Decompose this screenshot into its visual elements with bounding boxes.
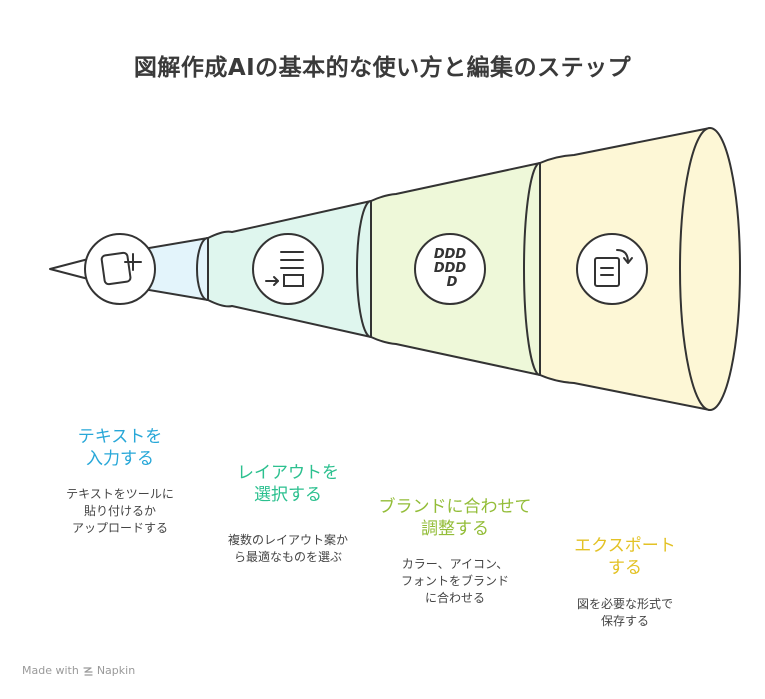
- funnel-segment-4: [539, 127, 741, 411]
- add-image-icon: [84, 233, 156, 305]
- made-with-label: Made with: [22, 664, 79, 677]
- napkin-logo-icon: [83, 666, 93, 676]
- footer: Made with Napkin: [22, 664, 135, 677]
- step-2-description: 複数のレイアウト案か ら最適なものを選ぶ: [227, 533, 348, 564]
- step-4-title: エクスポート する: [574, 536, 676, 578]
- step-3-title: ブランドに合わせて 調整する: [378, 497, 532, 539]
- step-3-description: カラー、アイコン、 フォントをブランド に合わせる: [400, 557, 509, 605]
- layout-select-icon: [252, 233, 324, 305]
- brand-name: Napkin: [96, 664, 136, 677]
- svg-text:DDD: DDD: [434, 247, 467, 262]
- diagram-title: 図解作成AIの基本的な使い方と編集のステップ: [133, 55, 632, 81]
- svg-text:DDD: DDD: [434, 261, 467, 276]
- step-1-description: テキストをツールに 貼り付けるか アップロードする: [66, 487, 174, 535]
- svg-text:D: D: [447, 275, 458, 290]
- step-2-title: レイアウトを 選択する: [237, 463, 339, 505]
- step-1-title: テキストを 入力する: [77, 427, 163, 469]
- export-file-icon: [576, 233, 648, 305]
- brand-pattern-icon: DDD DDD D: [414, 233, 486, 305]
- step-4-description: 図を必要な形式で 保存する: [576, 597, 673, 628]
